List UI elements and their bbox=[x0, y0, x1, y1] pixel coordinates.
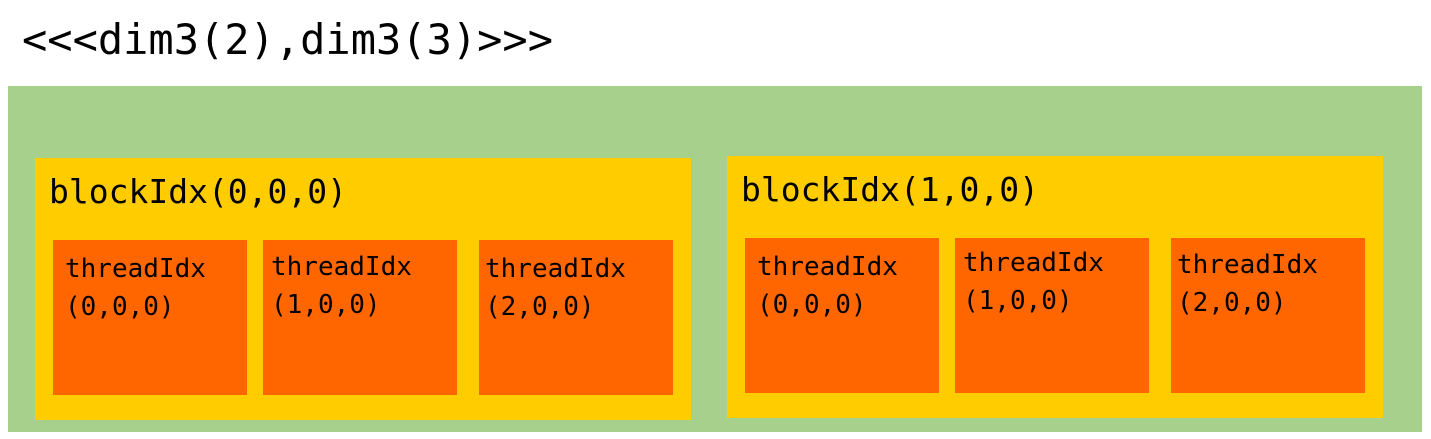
thread-name: threadIdx bbox=[485, 254, 626, 284]
thread-2: threadIdx (2,0,0) bbox=[1171, 238, 1365, 393]
thread-name: threadIdx bbox=[65, 254, 206, 284]
thread-index: (1,0,0) bbox=[963, 286, 1073, 316]
thread-index: (0,0,0) bbox=[757, 290, 867, 320]
thread-index: (0,0,0) bbox=[65, 292, 175, 322]
thread-label: threadIdx (1,0,0) bbox=[963, 244, 1104, 320]
thread-0: threadIdx (0,0,0) bbox=[53, 240, 247, 395]
block-label: blockIdx(0,0,0) bbox=[49, 172, 348, 211]
block-0: blockIdx(0,0,0) threadIdx (0,0,0) thread… bbox=[35, 158, 691, 420]
thread-label: threadIdx (2,0,0) bbox=[1177, 246, 1318, 322]
thread-name: threadIdx bbox=[757, 252, 898, 282]
block-label: blockIdx(1,0,0) bbox=[741, 170, 1040, 209]
thread-index: (2,0,0) bbox=[1177, 288, 1287, 318]
thread-label: threadIdx (0,0,0) bbox=[757, 248, 898, 324]
grid-container: blockIdx(0,0,0) threadIdx (0,0,0) thread… bbox=[8, 86, 1422, 432]
thread-label: threadIdx (1,0,0) bbox=[271, 248, 412, 324]
thread-name: threadIdx bbox=[963, 248, 1104, 278]
thread-name: threadIdx bbox=[1177, 250, 1318, 280]
thread-index: (1,0,0) bbox=[271, 290, 381, 320]
thread-1: threadIdx (1,0,0) bbox=[955, 238, 1149, 393]
thread-0: threadIdx (0,0,0) bbox=[745, 238, 939, 393]
thread-name: threadIdx bbox=[271, 252, 412, 282]
thread-1: threadIdx (1,0,0) bbox=[263, 240, 457, 395]
block-1: blockIdx(1,0,0) threadIdx (0,0,0) thread… bbox=[727, 156, 1383, 418]
thread-label: threadIdx (0,0,0) bbox=[65, 250, 206, 326]
thread-index: (2,0,0) bbox=[485, 292, 595, 322]
thread-label: threadIdx (2,0,0) bbox=[485, 250, 626, 326]
kernel-launch-config: <<<dim3(2),dim3(3)>>> bbox=[22, 15, 554, 64]
thread-2: threadIdx (2,0,0) bbox=[479, 240, 673, 395]
